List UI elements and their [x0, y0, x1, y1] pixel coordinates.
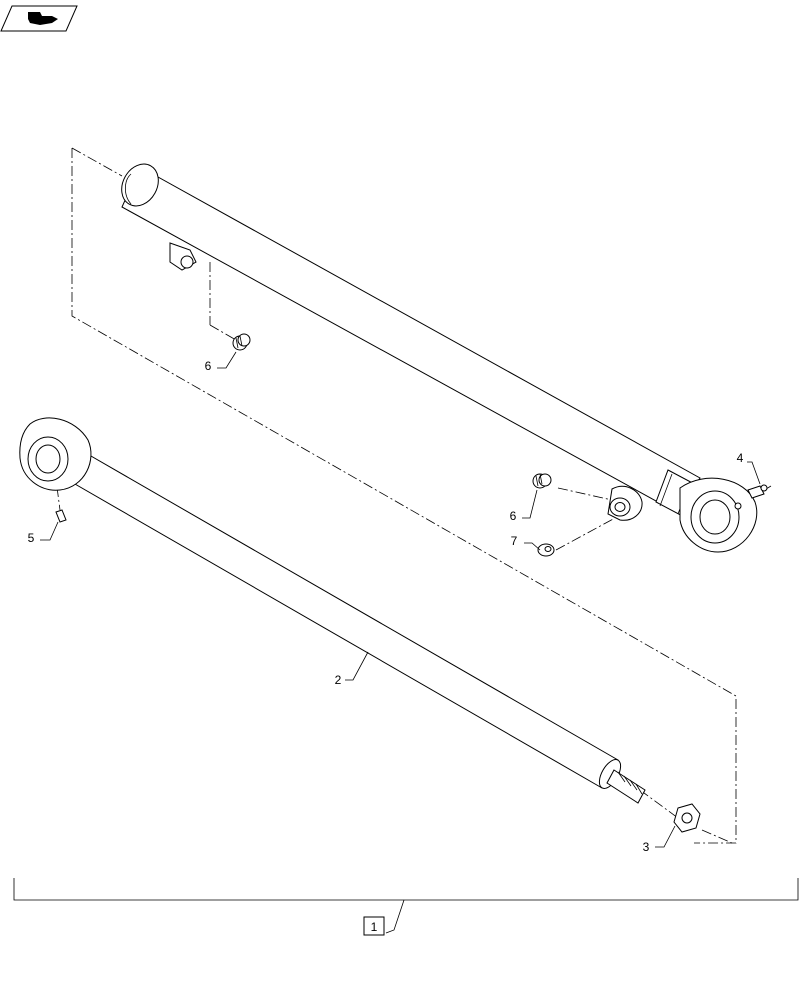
cylinder-barrel [121, 163, 758, 553]
plug-part-6-lower [532, 473, 552, 489]
callout-5: 5 [28, 531, 35, 545]
callout-7: 7 [511, 534, 518, 548]
callout-3: 3 [643, 840, 650, 854]
nut-part-3 [673, 803, 701, 833]
leader-lines [40, 351, 761, 848]
grease-fitting-part-5 [55, 509, 67, 523]
grease-fitting-part-4 [747, 484, 768, 499]
plug-part-7 [537, 543, 555, 557]
view-orientation-icon [0, 5, 78, 32]
callout-2: 2 [335, 673, 342, 687]
plug-part-6-top [232, 333, 251, 351]
assembly-bracket [13, 878, 799, 936]
callout-1: 1 [371, 920, 378, 934]
callout-6-top: 6 [205, 359, 212, 373]
callout-6-lower: 6 [510, 509, 517, 523]
piston-rod [19, 417, 646, 804]
callout-4: 4 [737, 451, 744, 465]
